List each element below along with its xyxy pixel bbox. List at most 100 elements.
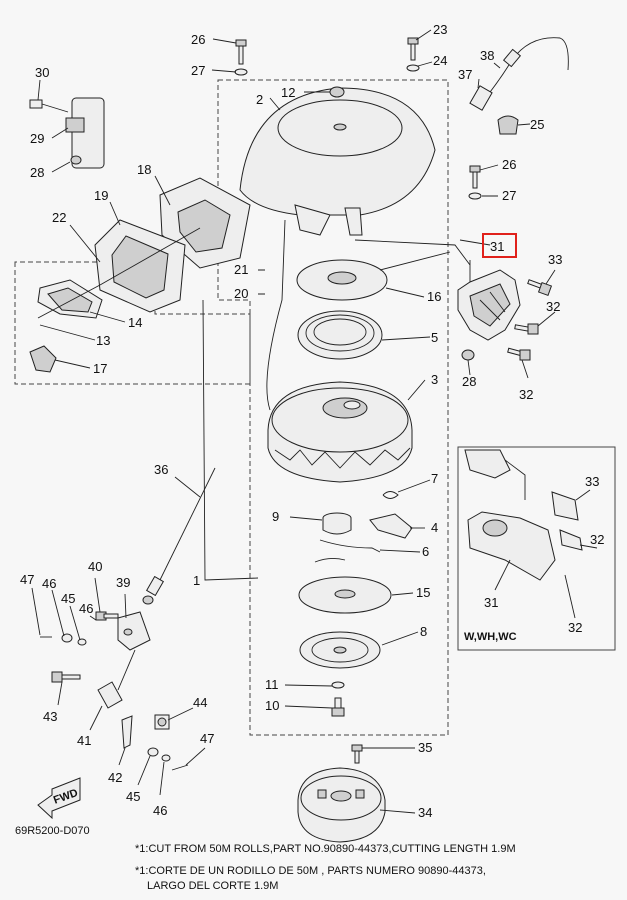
callout-14: 14	[128, 315, 142, 330]
callout-35: 35	[418, 740, 432, 755]
callout-21: 21	[234, 262, 248, 277]
washer-46-a	[77, 638, 87, 646]
footnote-en: *1:CUT FROM 50M ROLLS,PART NO.90890-4437…	[135, 843, 516, 855]
bolt-26-right	[468, 165, 482, 200]
inset-callout-33: 33	[585, 474, 599, 489]
callout-38: 38	[480, 48, 494, 63]
plate-15	[298, 576, 392, 614]
bracket-29	[29, 97, 105, 169]
callout-6: 6	[422, 544, 429, 559]
handle-grip-14	[37, 279, 103, 319]
callout-10: 10	[265, 698, 279, 713]
starter-bracket-31	[457, 269, 521, 341]
pulley-34	[297, 767, 386, 843]
callout-33: 33	[548, 252, 562, 267]
callout-42: 42	[108, 770, 122, 785]
spring-7	[382, 491, 399, 499]
callout-47-b: 47	[200, 731, 214, 746]
callout-26-top: 26	[191, 32, 205, 47]
washer-45-b	[147, 747, 159, 757]
sheave-drum-3	[267, 381, 413, 483]
inset-callout-31: 31	[484, 595, 498, 610]
callout-37: 37	[458, 67, 472, 82]
callout-17: 17	[93, 361, 107, 376]
callout-27-top: 27	[191, 63, 205, 78]
callout-39: 39	[116, 575, 130, 590]
pin-47-b	[171, 764, 189, 771]
rope-knot-13	[37, 227, 201, 319]
bolt-10	[331, 697, 345, 717]
plate-16	[296, 259, 388, 301]
inset-label: W,WH,WC	[464, 631, 517, 643]
bolt-23	[406, 37, 420, 72]
callout-43: 43	[43, 709, 57, 724]
leader-lines	[31, 29, 598, 814]
drive-plate-8	[299, 631, 381, 669]
callout-19: 19	[94, 188, 108, 203]
spring-5	[297, 310, 383, 360]
footnote-es-line1: *1:CORTE DE UN RODILLO DE 50M , PARTS NU…	[135, 865, 486, 877]
group-box-left	[14, 261, 251, 385]
clip-17	[29, 345, 57, 373]
callout-31: 31	[490, 239, 504, 254]
callout-8: 8	[420, 624, 427, 639]
callout-15: 15	[416, 585, 430, 600]
callout-9: 9	[272, 509, 279, 524]
callout-45-a: 45	[61, 591, 75, 606]
callout-32-b: 32	[519, 387, 533, 402]
handle-19	[94, 219, 186, 313]
callout-46-c: 46	[153, 803, 167, 818]
rod-42	[121, 715, 133, 749]
bolt-33	[527, 279, 553, 297]
bolt-32-a	[514, 323, 539, 335]
callout-22: 22	[52, 210, 66, 225]
inset-callout-32-b: 32	[568, 620, 582, 635]
grommet-28-right	[461, 349, 475, 361]
callout-2: 2	[256, 92, 263, 107]
fwd-arrow-icon	[37, 777, 81, 820]
starter-cover	[239, 87, 436, 236]
callout-12: 12	[281, 85, 295, 100]
washer-11	[331, 681, 345, 689]
inset-bracket-drawing	[464, 449, 583, 581]
callout-32-a: 32	[546, 299, 560, 314]
bushing-9	[322, 512, 352, 535]
callout-36: 36	[154, 462, 168, 477]
bolt-40	[95, 611, 119, 621]
callout-45-b: 45	[126, 789, 140, 804]
callout-27-right: 27	[502, 188, 516, 203]
callout-25: 25	[530, 117, 544, 132]
callout-20: 20	[234, 286, 248, 301]
callout-7: 7	[431, 471, 438, 486]
bolt-32-b	[507, 347, 531, 361]
callout-28-left: 28	[30, 165, 44, 180]
callout-28-right: 28	[462, 374, 476, 389]
callout-23: 23	[433, 22, 447, 37]
washer-46-b	[161, 754, 171, 762]
highlight-box-31	[482, 233, 517, 258]
cap-25	[497, 115, 519, 135]
callout-26-right: 26	[502, 157, 516, 172]
callout-4: 4	[431, 520, 438, 535]
group-box-inset	[457, 446, 616, 651]
inset-callout-32-a: 32	[590, 532, 604, 547]
callout-5: 5	[431, 330, 438, 345]
callout-41: 41	[77, 733, 91, 748]
collar-44	[154, 714, 170, 730]
callout-18: 18	[137, 162, 151, 177]
bolt-35	[351, 744, 363, 764]
group-box-main	[217, 79, 449, 736]
link-41	[97, 649, 136, 709]
callout-24: 24	[433, 53, 447, 68]
callout-13: 13	[96, 333, 110, 348]
link-line-31	[354, 239, 491, 271]
callout-1: 1	[193, 573, 200, 588]
spring-6	[319, 539, 381, 553]
cable-38	[469, 37, 569, 111]
cable-36	[142, 467, 216, 605]
footnote-es-line2: LARGO DEL CORTE 1.9M	[147, 880, 278, 892]
callout-40: 40	[88, 559, 102, 574]
bracket-39	[117, 611, 151, 651]
callout-3: 3	[431, 372, 438, 387]
washer-45-a	[61, 633, 73, 643]
